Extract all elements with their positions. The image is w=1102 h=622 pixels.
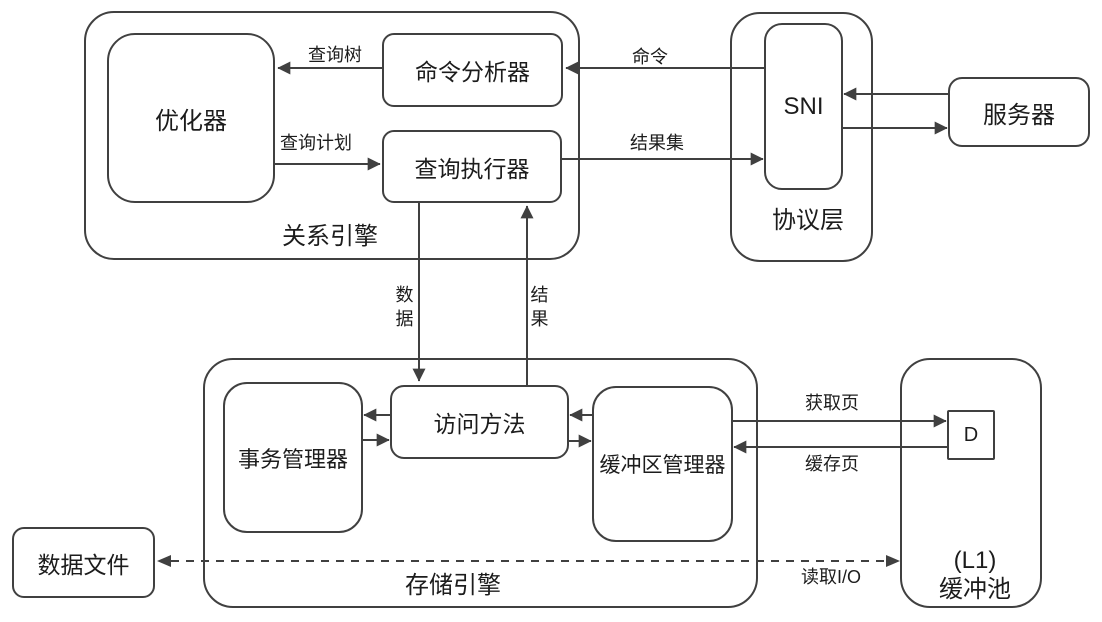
buffer-pool-caption: (L1) 缓冲池 <box>939 547 1011 603</box>
cache-page-edge-label: 缓存页 <box>805 454 859 474</box>
buffer-manager-label: 缓冲区管理器 <box>599 454 726 477</box>
optimizer-node: 优化器 <box>107 33 275 203</box>
query-plan-edge-label: 查询计划 <box>280 133 352 153</box>
relational-engine-caption: 关系引擎 <box>282 223 378 250</box>
access-methods-label: 访问方法 <box>433 411 526 437</box>
command-parser-label: 命令分析器 <box>415 59 530 85</box>
fetch-page-edge-label: 获取页 <box>805 393 859 413</box>
data-edge-label: 数据 <box>395 285 414 329</box>
transaction-manager-label: 事务管理器 <box>237 446 348 472</box>
sni-label: SNI <box>783 92 824 120</box>
data-file-node: 数据文件 <box>12 527 155 598</box>
command-parser-node: 命令分析器 <box>382 33 563 107</box>
command-edge-label: 命令 <box>632 47 668 67</box>
sni-node: SNI <box>764 23 843 190</box>
query-executor-label: 查询执行器 <box>414 155 530 182</box>
page-d-label: D <box>963 423 979 446</box>
buffer-manager-node: 缓冲区管理器 <box>592 386 733 542</box>
server-label: 服务器 <box>983 101 1055 129</box>
protocol-layer-caption: 协议层 <box>772 207 844 234</box>
result-edge-label: 结果 <box>530 285 549 329</box>
read-io-edge-label: 读取I/O <box>800 567 861 587</box>
result-set-edge-label: 结果集 <box>630 133 684 153</box>
query-executor-node: 查询执行器 <box>382 130 562 203</box>
transaction-manager-node: 事务管理器 <box>223 382 363 533</box>
data-file-label: 数据文件 <box>37 551 130 578</box>
page-d-node: D <box>947 410 995 460</box>
storage-engine-caption: 存储引擎 <box>405 572 501 599</box>
server-node: 服务器 <box>948 77 1090 147</box>
buffer-pool-container <box>900 358 1042 608</box>
optimizer-label: 优化器 <box>155 107 227 135</box>
access-methods-node: 访问方法 <box>390 385 569 459</box>
query-tree-edge-label: 查询树 <box>308 45 362 65</box>
